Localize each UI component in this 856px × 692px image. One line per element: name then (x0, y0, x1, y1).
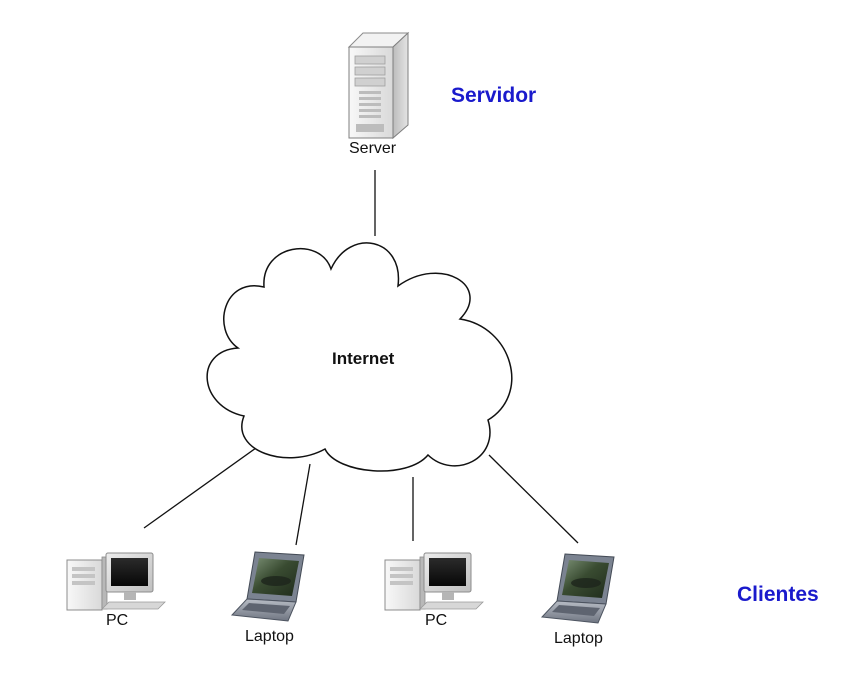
server-group-label: Servidor (451, 84, 537, 107)
connector-internet-to-laptop-1 (295, 463, 311, 546)
pc-label: PC (425, 612, 448, 629)
clients-group-label: Clientes (737, 583, 819, 606)
pc-label: PC (106, 612, 129, 629)
cloud-icon (206, 242, 513, 472)
server-tower-icon (347, 31, 410, 140)
laptop-icon (540, 553, 615, 624)
desktop-pc-icon (384, 552, 484, 611)
connector-internet-to-pc-1 (143, 437, 271, 529)
server-label: Server (349, 140, 397, 157)
laptop-label: Laptop (245, 628, 294, 645)
laptop-icon (230, 551, 305, 622)
laptop-label: Laptop (554, 630, 603, 647)
connector-internet-to-laptop-2 (488, 454, 579, 544)
internet-label: Internet (332, 349, 395, 368)
desktop-pc-icon (66, 552, 166, 611)
